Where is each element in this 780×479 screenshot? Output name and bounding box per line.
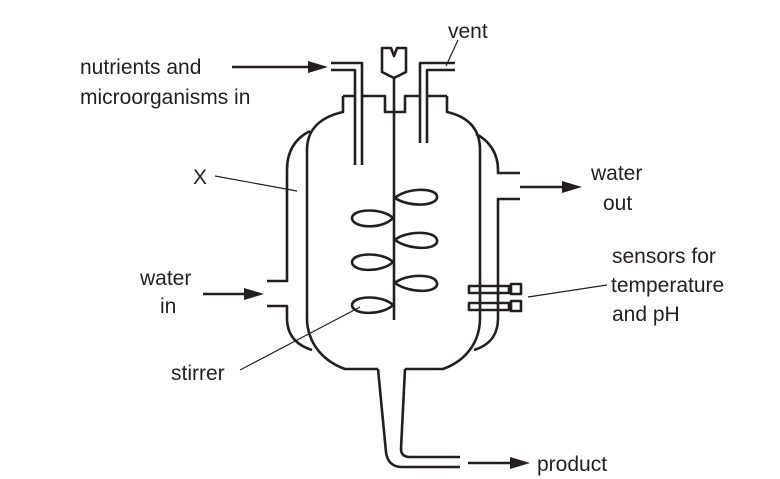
vessel-right-wall xyxy=(405,96,482,371)
inlet-pipe xyxy=(331,61,364,165)
x-leader xyxy=(214,175,298,192)
stirrer-paddle xyxy=(393,188,439,206)
stirrer-paddle xyxy=(350,296,395,315)
stirrer-assembly xyxy=(350,46,439,320)
vent-pipe xyxy=(418,61,455,143)
label-sensors-line1: sensors for xyxy=(612,245,716,268)
sensors-leader xyxy=(527,284,608,298)
label-water-out-line2: out xyxy=(603,192,632,215)
outlet-pipe xyxy=(376,368,460,469)
label-sensors-line2: temperature xyxy=(611,274,724,297)
vent-leader xyxy=(445,39,459,67)
vent-pipe-outer xyxy=(418,61,455,143)
vessel-left-wall xyxy=(305,96,378,371)
sensor-probe-temperature xyxy=(467,284,511,295)
leader-lines xyxy=(214,39,608,371)
water-jacket xyxy=(267,129,520,352)
label-sensors-line3: and pH xyxy=(612,303,680,326)
label-vent: vent xyxy=(448,20,488,43)
sensor-head-ph xyxy=(509,299,523,313)
label-water-in-line1: water xyxy=(139,267,191,290)
stirrer-paddle xyxy=(393,274,439,293)
label-x: X xyxy=(193,166,207,189)
shaft-seal xyxy=(362,94,420,114)
outlet-pipe-outer xyxy=(376,368,460,469)
jacket-left-lower xyxy=(267,304,313,352)
sensor-head-temperature xyxy=(509,282,523,296)
label-water-out-line1: water xyxy=(590,162,642,185)
stirrer-paddle xyxy=(350,209,395,228)
jacket-right-upper xyxy=(475,132,520,175)
nutrients-arrow-head xyxy=(308,61,328,73)
stirrer-paddle xyxy=(350,253,395,272)
outlet-pipe-inner xyxy=(399,368,460,459)
vent-pipe-inner xyxy=(425,68,455,143)
water-in-arrow-head xyxy=(244,288,264,300)
flow-arrows xyxy=(203,61,582,469)
jacket-left-upper xyxy=(267,129,311,283)
stirrer-leader xyxy=(239,306,361,371)
sensors xyxy=(467,282,523,313)
inlet-pipe-outer xyxy=(331,61,364,165)
product-arrow-head xyxy=(510,457,530,469)
water-out-arrow-head xyxy=(562,181,582,193)
label-nutrients-line2: microorganisms in xyxy=(80,86,250,109)
stirrer-motor xyxy=(380,46,408,80)
label-stirrer: stirrer xyxy=(171,362,225,385)
labels: nutrients and microorganisms in vent X w… xyxy=(80,20,724,476)
label-product: product xyxy=(537,453,607,476)
inlet-pipe-inner xyxy=(331,68,357,165)
label-nutrients-line1: nutrients and xyxy=(80,56,201,79)
sensor-probe-ph xyxy=(467,301,511,312)
stirrer-paddle xyxy=(393,231,439,250)
jacket-right-lower xyxy=(473,197,520,352)
label-water-in-line2: in xyxy=(160,295,176,318)
